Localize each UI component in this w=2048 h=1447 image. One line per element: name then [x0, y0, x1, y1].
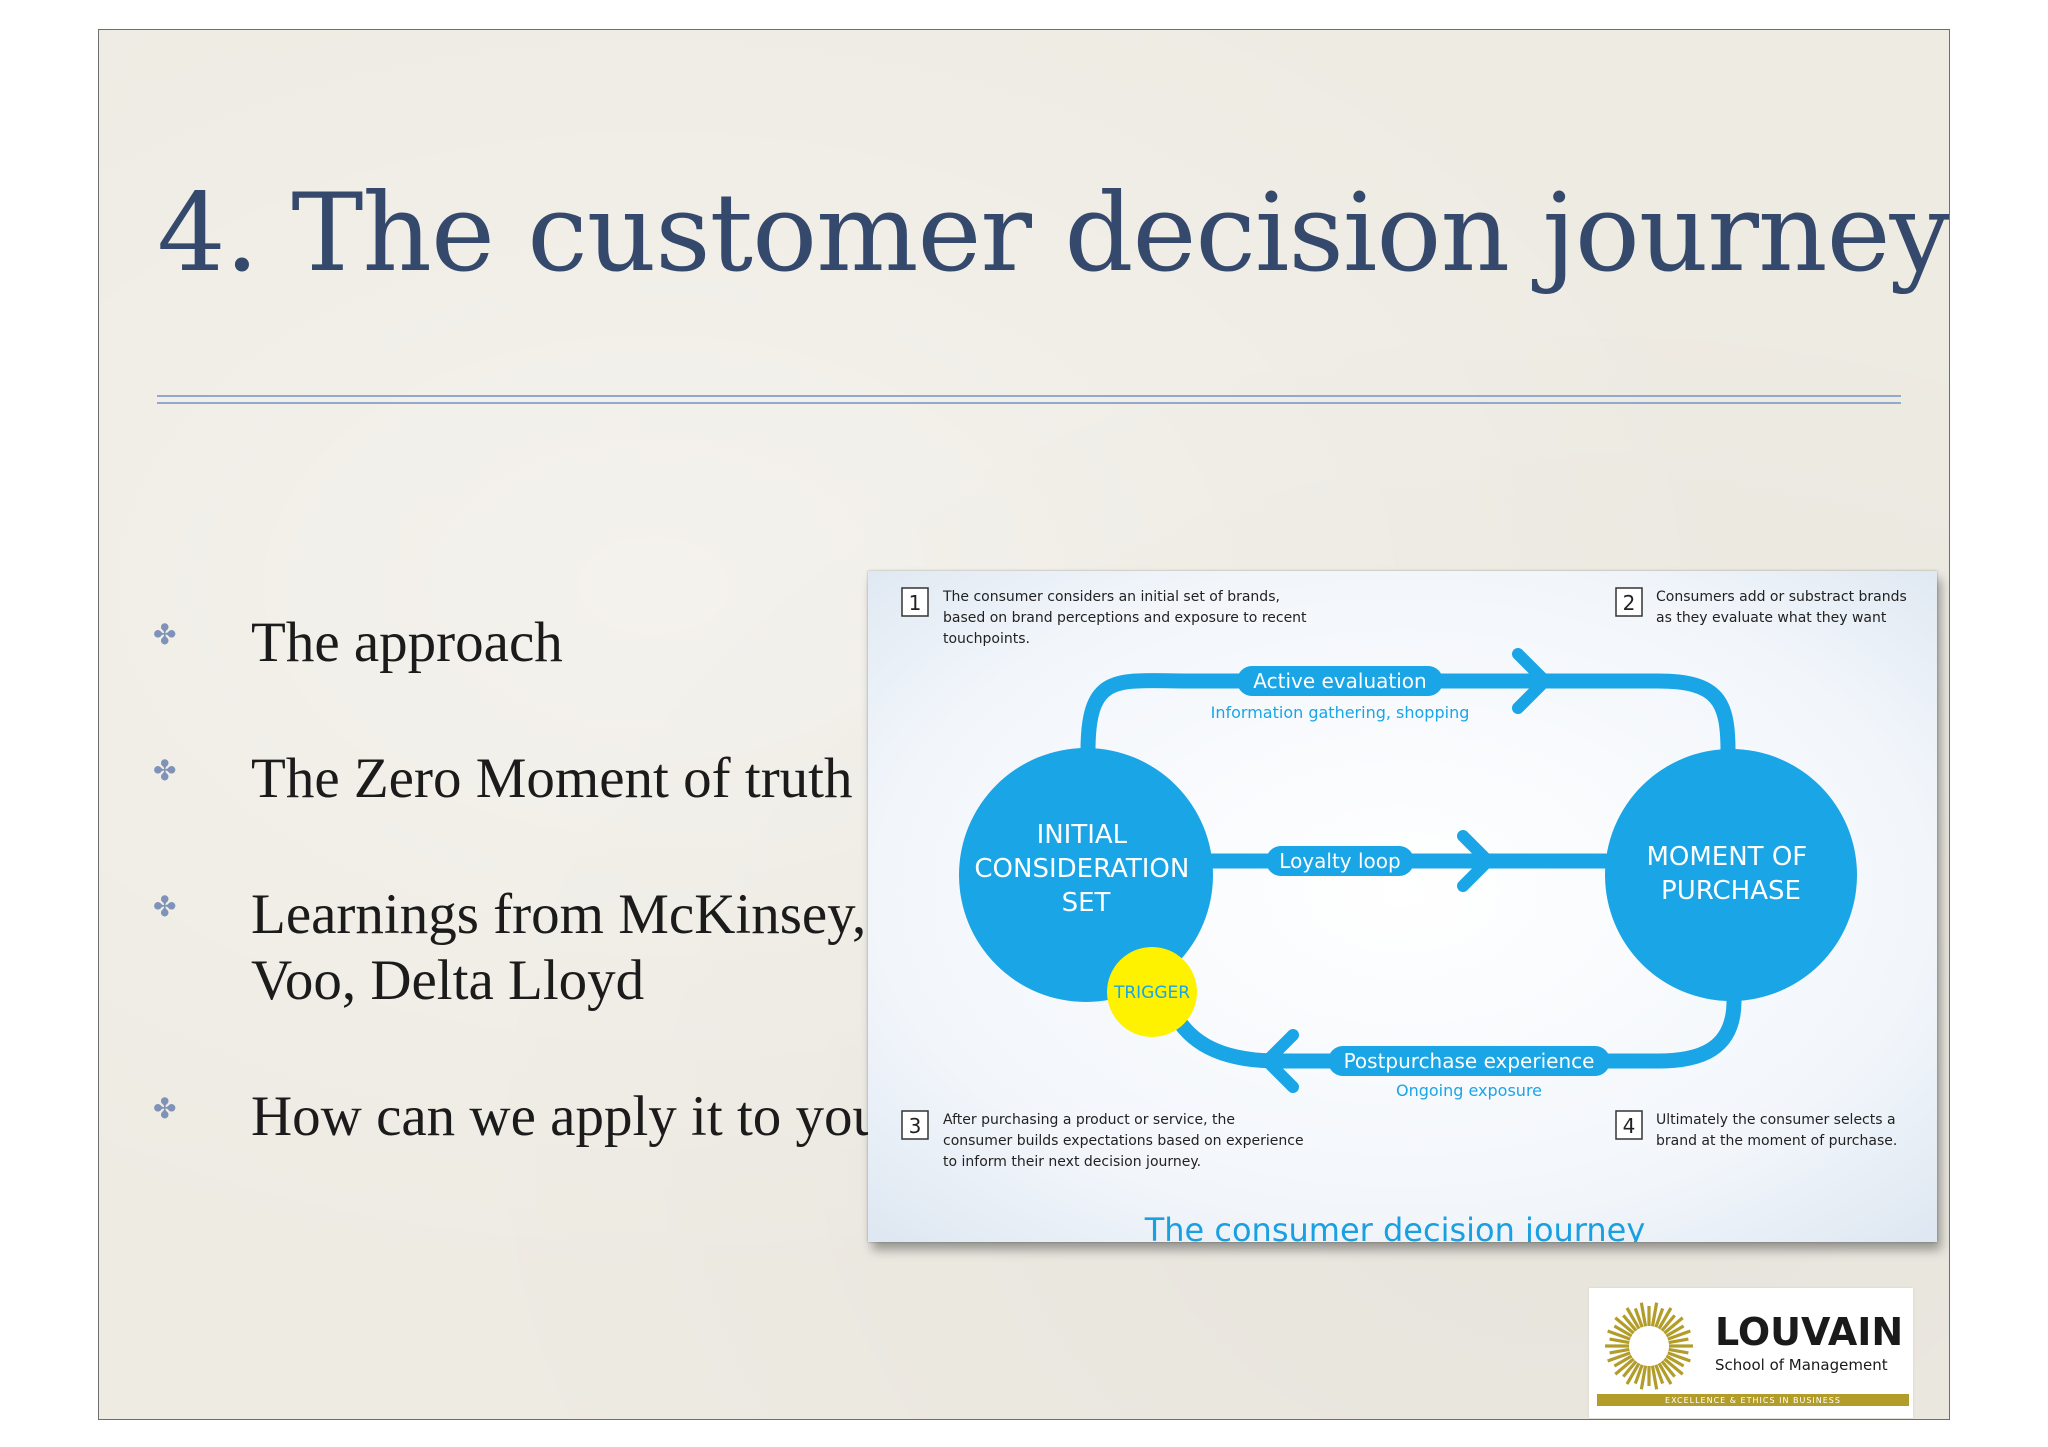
sunburst-ray [1660, 1360, 1676, 1378]
sunburst-ray [1622, 1314, 1638, 1332]
sunburst-ray [1625, 1307, 1641, 1330]
step-number: 2 [1623, 591, 1636, 615]
bullet-text: Learnings from McKinsey, Voo, Delta Lloy… [251, 883, 867, 1012]
sunburst-icon [1605, 1302, 1693, 1390]
sunburst-ray [1609, 1347, 1630, 1355]
sunburst-ray [1660, 1314, 1676, 1332]
trigger-label: TRIGGER [1113, 983, 1190, 1003]
initial-consideration-circle [959, 748, 1213, 1002]
loyalty-loop-label: Loyalty loop [1279, 849, 1400, 873]
logo-tagline-bar [1597, 1394, 1909, 1406]
sunburst-ray [1668, 1347, 1689, 1355]
step-3: 3 After purchasing a product or service,… [901, 1110, 1308, 1170]
postpurchase-label: Postpurchase experience [1344, 1049, 1595, 1073]
diagram-caption: The consumer decision journey [1144, 1211, 1646, 1242]
step-4: 4 Ultimately the consumer selects a bran… [1615, 1110, 1900, 1149]
initial-consideration-label: INITIAL CONSIDERATION SET [974, 820, 1197, 918]
sunburst-ray [1663, 1357, 1684, 1376]
bullet-item: ✤ The Zero Moment of truth [153, 746, 953, 812]
active-evaluation-pill [1237, 666, 1443, 696]
sunburst-ray [1613, 1354, 1633, 1368]
sunburst-ray [1639, 1302, 1648, 1327]
step-number-box [901, 1110, 929, 1140]
bullet-text: The Zero Moment of truth [251, 747, 853, 810]
sunburst-center [1631, 1328, 1667, 1364]
sunburst-ray [1657, 1307, 1673, 1330]
logo-name: LOUVAIN [1715, 1310, 1903, 1354]
moment-of-purchase-circle [1605, 749, 1857, 1001]
step-2: 2 Consumers add or substract brands as t… [1615, 587, 1911, 626]
bullet-list: ✤ The approach ✤ The Zero Moment of trut… [153, 610, 953, 1220]
sunburst-ray [1665, 1354, 1685, 1368]
sunburst-ray [1667, 1329, 1691, 1341]
bullet-text: How can we apply it to you ? [251, 1085, 921, 1148]
sunburst-ray [1665, 1324, 1685, 1338]
step-description: After purchasing a product or service, t… [943, 1112, 1308, 1170]
step-number-box [1615, 587, 1643, 617]
trigger-circle [1107, 947, 1197, 1037]
sunburst-ray [1650, 1365, 1659, 1390]
sunburst-ray [1609, 1337, 1630, 1345]
bullet-item: ✤ How can we apply it to you ? [153, 1084, 953, 1150]
slide: 4. The customer decision journey ✤ The a… [98, 29, 1950, 1420]
louvain-logo: LOUVAIN School of Management EXCELLENCE … [1589, 1288, 1913, 1418]
sunburst-ray [1622, 1360, 1638, 1378]
sunburst-ray [1607, 1351, 1631, 1363]
loyalty-loop-arrow-icon [1457, 830, 1494, 892]
active-evaluation-label: Active evaluation [1253, 669, 1426, 693]
sunburst-ray [1654, 1364, 1665, 1385]
sunburst-ray [1633, 1307, 1644, 1328]
sunburst-ray [1614, 1316, 1635, 1335]
step-number: 1 [909, 591, 922, 615]
sunburst-ray [1663, 1316, 1684, 1335]
step-number: 4 [1623, 1114, 1636, 1138]
four-point-star-icon: ✤ [153, 754, 177, 787]
four-point-star-icon: ✤ [153, 618, 177, 651]
sunburst-ray [1650, 1302, 1659, 1327]
four-point-star-icon: ✤ [153, 1092, 177, 1125]
postpurchase-sublabel: Ongoing exposure [1396, 1081, 1542, 1100]
consumer-decision-journey-diagram: Active evaluation Information gathering,… [868, 571, 1937, 1242]
logo-tagline: EXCELLENCE & ETHICS IN BUSINESS [1665, 1396, 1841, 1405]
diagram-svg: Active evaluation Information gathering,… [868, 571, 1937, 1242]
active-evaluation-arrow-icon [1512, 648, 1551, 714]
sunburst-ray [1668, 1337, 1689, 1345]
sunburst-ray [1633, 1364, 1644, 1385]
active-evaluation-sublabel: Information gathering, shopping [1211, 703, 1470, 722]
loyalty-loop-pill [1266, 846, 1414, 876]
sunburst-ray [1613, 1324, 1633, 1338]
step-number-box [1615, 1110, 1643, 1140]
step-description: Ultimately the consumer selects a brand … [1656, 1112, 1900, 1149]
active-evaluation-path [1080, 673, 1736, 759]
step-description: Consumers add or substract brands as the… [1656, 589, 1911, 626]
sunburst-ray [1625, 1362, 1641, 1385]
four-point-star-icon: ✤ [153, 890, 177, 923]
bullet-item: ✤ Learnings from McKinsey, Voo, Delta Ll… [153, 882, 953, 1014]
bullet-text: The approach [251, 611, 563, 674]
logo-subtitle: School of Management [1715, 1356, 1888, 1374]
sunburst-ray [1614, 1357, 1635, 1376]
sunburst-ray [1667, 1351, 1691, 1363]
sunburst-ray [1657, 1362, 1673, 1385]
title-divider-top [157, 395, 1901, 397]
step-number: 3 [909, 1114, 922, 1138]
title-divider-bottom [157, 402, 1901, 404]
slide-title: 4. The customer decision journey [157, 171, 1950, 296]
step-number-box [901, 587, 929, 617]
step-description: The consumer considers an initial set of… [942, 589, 1311, 647]
step-1: 1 The consumer considers an initial set … [901, 587, 1311, 647]
sunburst-ray [1639, 1365, 1648, 1390]
postpurchase-arrow-icon [1261, 1029, 1299, 1093]
bullet-item: ✤ The approach [153, 610, 953, 676]
sunburst-ray [1607, 1329, 1631, 1341]
logo-svg: LOUVAIN School of Management EXCELLENCE … [1597, 1302, 1909, 1406]
moment-of-purchase-label: MOMENT OF PURCHASE [1646, 842, 1815, 906]
postpurchase-pill [1328, 1046, 1610, 1076]
sunburst-ray [1654, 1307, 1665, 1328]
